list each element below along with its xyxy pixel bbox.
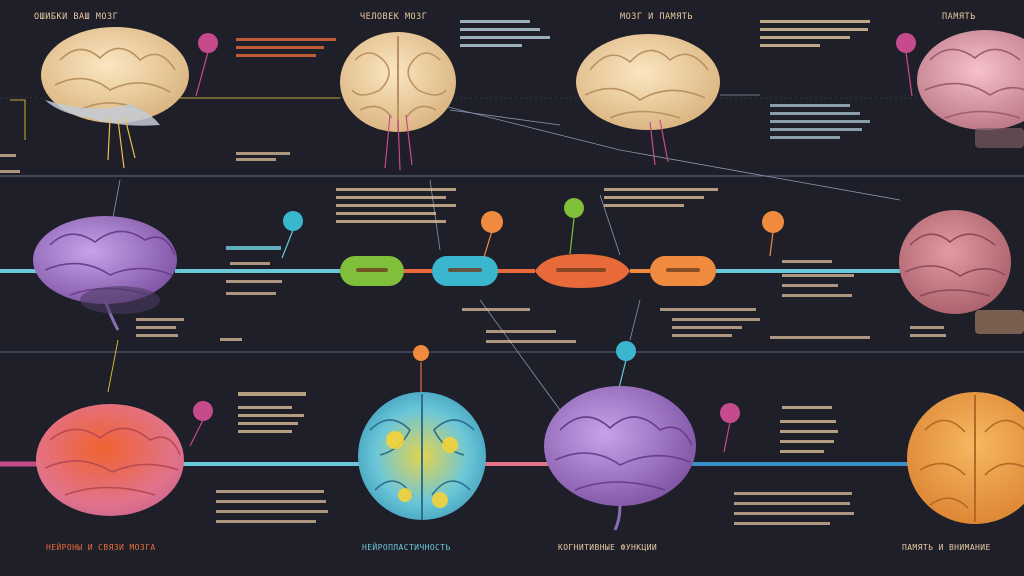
brain-bottom-purple <box>544 386 696 530</box>
pin-icon <box>616 341 636 392</box>
brain-middle-left <box>33 216 177 330</box>
bottom-label-3: КОГНИТИВНЫЕ ФУНКЦИИ <box>558 543 657 552</box>
bottom-label-1: НЕЙРОНЫ И СВЯЗИ МОЗГА <box>46 541 156 552</box>
pin-icon <box>762 211 784 256</box>
bottom-label-4: ПАМЯТЬ И ВНИМАНИЕ <box>902 543 991 552</box>
pin-icon <box>720 403 740 452</box>
brain-top-right <box>576 34 720 165</box>
pin-icon <box>190 401 213 446</box>
header-label-3: МОЗГ И ПАМЯТЬ <box>620 12 693 22</box>
brain-top-far-right <box>917 30 1024 148</box>
header-label-2: ЧЕЛОВЕК МОЗГ <box>360 12 427 22</box>
pin-icon <box>896 33 916 96</box>
pin-markers <box>190 33 916 452</box>
header-label-1: ОШИБКИ ВАШ МОЗГ <box>34 12 118 22</box>
header-label-4: ПАМЯТЬ <box>942 12 976 22</box>
bottom-label-2: НЕЙРОПЛАСТИЧНОСТЬ <box>362 541 451 552</box>
brain-top-left <box>41 27 189 168</box>
brain-top-center <box>340 32 456 170</box>
brain-bottom-center <box>358 392 486 520</box>
pin-icon <box>282 211 303 258</box>
band-lines <box>0 98 1024 352</box>
pin-icon <box>413 345 429 392</box>
bottom-labels: НЕЙРОНЫ И СВЯЗИ МОЗГА НЕЙРОПЛАСТИЧНОСТЬ … <box>46 541 991 552</box>
brain-bottom-right <box>907 392 1024 524</box>
brain-bottom-left <box>36 404 184 516</box>
pin-icon <box>564 198 584 254</box>
brain-middle-right <box>899 210 1024 334</box>
pin-icon <box>481 211 503 257</box>
pin-icon <box>196 33 218 96</box>
